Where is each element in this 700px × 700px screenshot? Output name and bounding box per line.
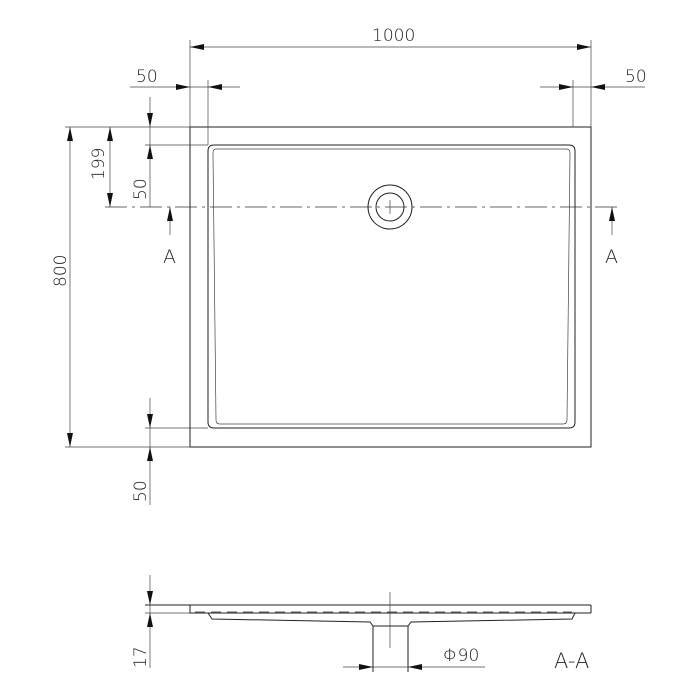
section-label: A-A — [554, 649, 589, 673]
drain-pipe — [372, 626, 409, 672]
dimension-width: 1000 — [189, 26, 592, 127]
dimension-top-margin: 50 — [131, 97, 208, 207]
dimension-right-margin: 50 — [540, 67, 647, 127]
dimension-section-height: 17 — [131, 575, 153, 668]
tray-basin-inner — [212, 148, 571, 425]
dim-right-margin-label: 50 — [625, 67, 647, 87]
dimension-drain-diameter: Φ90 — [343, 646, 485, 670]
section-marker-left: A — [163, 207, 176, 268]
dimension-height: 800 — [51, 126, 190, 448]
dim-top-margin-label: 50 — [131, 178, 151, 200]
section-marker-right-label: A — [605, 246, 618, 268]
dim-bottom-margin-label: 50 — [131, 480, 151, 502]
dim-drain-diameter-label: Φ90 — [443, 646, 479, 666]
section-marker-left-label: A — [163, 246, 176, 268]
tray-basin-outline — [207, 144, 576, 429]
plan-view — [105, 126, 620, 448]
dim-width-label: 1000 — [372, 26, 415, 46]
section-body — [207, 612, 576, 627]
dimension-left-margin: 50 — [130, 67, 240, 145]
dim-height-label: 800 — [51, 255, 71, 287]
section-marker-right: A — [605, 207, 618, 268]
tray-outline — [189, 126, 592, 448]
dim-section-height-label: 17 — [131, 646, 151, 668]
dimension-bottom-margin: 50 — [131, 398, 208, 505]
dimension-drain-offset: 199 — [89, 127, 113, 207]
dim-drain-offset-label: 199 — [89, 148, 109, 180]
section-view — [145, 592, 592, 672]
dim-left-margin-label: 50 — [136, 67, 158, 87]
